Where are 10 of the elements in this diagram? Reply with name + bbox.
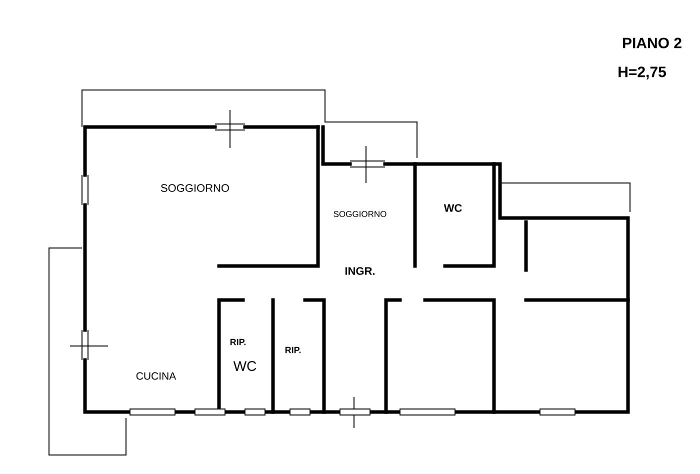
- room-label: RIP.: [285, 346, 301, 354]
- room-label: SOGGIORNO: [334, 211, 386, 217]
- room-label: SOGGIORNO: [160, 184, 230, 192]
- room-label: INGR.: [345, 267, 375, 275]
- room-label: WC: [444, 204, 462, 212]
- room-label: CUCINA: [136, 372, 176, 380]
- height-label: H=2,75: [618, 66, 666, 80]
- room-label: WC: [233, 361, 256, 371]
- room-label: RIP.: [230, 338, 246, 346]
- floor-label: PIANO 2: [623, 38, 682, 48]
